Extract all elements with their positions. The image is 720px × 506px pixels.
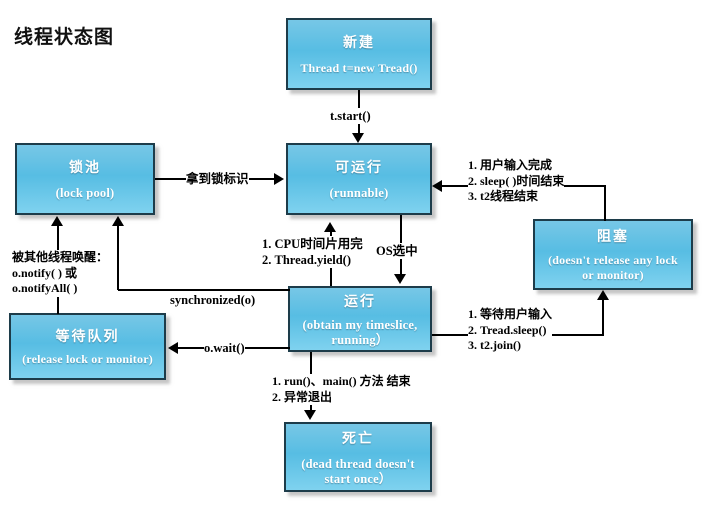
state-node-running-title: 运行 (344, 294, 376, 310)
state-node-waiting-queue-title: 等待队列 (55, 330, 120, 345)
state-node-dead: 死亡 (dead thread doesn't start once） (284, 422, 432, 492)
arrow-runnable-to-running (394, 274, 406, 284)
edge-label-running-to-blocked: 1. 等待用户输入 2. Tread.sleep() 3. t2.join() (468, 307, 553, 354)
state-node-blocked-title: 阻塞 (597, 230, 629, 245)
state-node-blocked: 阻塞 (doesn't release any lock or monitor) (533, 219, 693, 290)
state-node-waiting-queue-subtitle: (release lock or monitor) (22, 352, 153, 366)
arrow-running-to-lockpool (112, 216, 124, 226)
edge-label-wait: o.wait() (204, 340, 245, 356)
state-node-runnable-subtitle: (runnable) (329, 186, 389, 200)
edge-label-notify: 被其他线程唤醒： o.notify( ) 或 o.notifyAll( ) (12, 250, 109, 297)
state-node-dead-title: 死亡 (342, 431, 374, 447)
state-node-runnable: 可运行 (runnable) (286, 143, 432, 215)
state-node-new-title: 新建 (343, 36, 375, 51)
state-node-running: 运行 (obtain my timeslice, running） (288, 286, 432, 352)
arrow-waiting-to-lockpool (51, 216, 63, 226)
arrow-new-to-runnable (352, 133, 364, 143)
arrow-running-to-dead (304, 410, 316, 420)
state-node-waiting-queue: 等待队列 (release lock or monitor) (9, 313, 166, 380)
edge-label-synchronized: synchronized(o) (170, 292, 256, 308)
edge-label-get-lock: 拿到锁标识 (186, 171, 249, 187)
state-node-dead-subtitle: (dead thread doesn't start once） (301, 456, 415, 486)
state-node-new: 新建 Thread t=new Tread() (286, 18, 432, 90)
arrow-running-to-runnable (324, 222, 336, 232)
edge-running-to-blocked-vertical (602, 300, 604, 335)
state-node-runnable-title: 可运行 (335, 161, 383, 176)
edge-label-cpu-yield-line1: 1. CPU时间片用完 2. Thread.yield() (262, 237, 363, 267)
arrow-running-to-blocked (597, 290, 609, 300)
edge-blocked-to-runnable-vertical (604, 186, 606, 221)
state-node-lock-pool: 锁池 (lock pool) (15, 143, 155, 215)
edge-running-to-lockpool-vertical (117, 226, 119, 290)
state-node-lock-pool-subtitle: (lock pool) (55, 186, 115, 200)
edge-label-run-main-end: 1. run()、main() 方法 结束 2. 异常退出 (272, 374, 411, 405)
state-node-new-subtitle: Thread t=new Tread() (300, 61, 418, 75)
state-node-running-subtitle: (obtain my timeslice, running） (302, 317, 418, 347)
arrow-blocked-to-runnable (432, 180, 442, 192)
edge-running-to-lockpool-horizontal (118, 289, 290, 291)
edge-label-cpu-yield: 1. CPU时间片用完 2. Thread.yield() (262, 236, 363, 268)
state-node-lock-pool-title: 锁池 (69, 161, 101, 176)
arrow-lockpool-to-runnable (274, 173, 284, 185)
edge-label-start: t.start() (330, 108, 371, 124)
edge-label-os-select: OS选中 (376, 243, 418, 259)
state-node-blocked-subtitle: (doesn't release any lock or monitor) (548, 253, 678, 282)
page-title: 线程状态图 (14, 27, 115, 48)
arrow-running-to-waiting (168, 342, 178, 354)
edge-label-blocked-to-runnable: 1. 用户输入完成 2. sleep( )时间结束 3. t2线程结束 (468, 158, 565, 205)
